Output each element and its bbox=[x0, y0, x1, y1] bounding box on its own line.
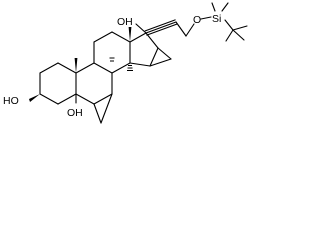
c17-oh-bond bbox=[135, 23, 147, 34]
stereo-hash-c9 bbox=[109, 57, 115, 62]
silicon-label: Si bbox=[212, 13, 221, 25]
ring-b bbox=[75, 62, 113, 105]
hydroxyl-17-label: OH bbox=[117, 16, 133, 28]
cyclopropane-b bbox=[93, 93, 113, 124]
ether-oxygen-label: O bbox=[193, 14, 201, 26]
hydroxyl-5-label: OH bbox=[67, 107, 83, 119]
ch2-bond bbox=[175, 21, 187, 37]
c13-methyl-wedge bbox=[128, 27, 132, 42]
tert-butyl-group bbox=[225, 25, 248, 42]
si-methyl-2 bbox=[221, 2, 229, 12]
ring-d bbox=[129, 32, 159, 67]
stereo-hash-c14 bbox=[127, 65, 133, 71]
o-si-bond bbox=[200, 16, 212, 20]
alkyne-triple-bond bbox=[144, 19, 178, 36]
si-methyl-1 bbox=[211, 2, 216, 12]
ring-c bbox=[93, 31, 131, 74]
ch2-o-bond bbox=[185, 23, 195, 37]
si-tbu-bond bbox=[224, 19, 234, 31]
hydroxyl-3-label: HO bbox=[3, 95, 19, 107]
c10-methyl-wedge bbox=[74, 58, 78, 73]
ring-a bbox=[39, 62, 77, 105]
cyclopropane-d bbox=[149, 47, 172, 67]
chemical-structure: HO OH OH O Si bbox=[3, 2, 248, 124]
structure-figure: HO OH OH O Si bbox=[0, 0, 253, 139]
c3-oh-wedge bbox=[29, 94, 40, 102]
